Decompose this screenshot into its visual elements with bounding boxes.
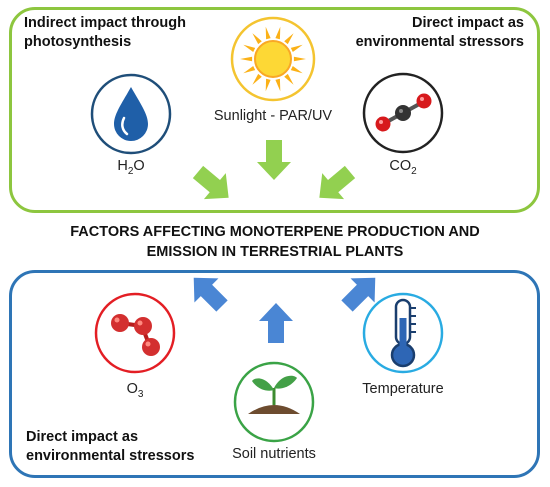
blue-arrow-left — [193, 277, 228, 312]
sun-ray — [243, 44, 256, 52]
top-right-heading: Direct impact as environmental stressors — [356, 14, 524, 52]
ozone-molecule-icon — [94, 292, 176, 374]
green-arrow-center — [257, 140, 291, 180]
top-left-heading: Indirect impact through photosynthesis — [24, 14, 186, 52]
blue-arrow-right — [341, 277, 376, 312]
co2-molecule-icon — [362, 72, 444, 154]
green-arrow-left — [192, 165, 229, 200]
top-left-heading-line-2: photosynthesis — [24, 34, 132, 50]
green-arrow-right — [319, 165, 356, 200]
sun-ray — [284, 33, 294, 45]
bottom-left-heading: Direct impact as environmental stressors — [26, 428, 194, 466]
sun-ray — [240, 56, 253, 62]
top-left-heading-line-1: Indirect impact through — [24, 15, 186, 31]
temperature-label: Temperature — [362, 381, 444, 397]
top-panel — [9, 7, 540, 213]
sun-ray — [265, 26, 271, 40]
bottom-left-heading-line-2: environmental stressors — [26, 448, 195, 464]
seedling-soil-icon — [233, 361, 315, 443]
sun-ray — [265, 78, 271, 92]
sunlight-label: Sunlight - PAR/UV — [213, 108, 333, 124]
sun-ray — [290, 66, 303, 74]
sun-ray — [284, 73, 294, 85]
water-label: H2O — [117, 158, 145, 177]
sun-ray — [275, 26, 281, 40]
sun-ray — [293, 56, 306, 62]
bottom-left-heading-line-1: Direct impact as — [26, 429, 139, 445]
sun-icon — [230, 16, 316, 102]
sun-ray — [290, 44, 303, 52]
center-title-line-2: EMISSION IN TERRESTRIAL PLANTS — [146, 244, 404, 260]
center-title: FACTORS AFFECTING MONOTERPENE PRODUCTION… — [0, 222, 550, 262]
bottom-panel — [9, 270, 540, 478]
water-drop-icon — [90, 73, 172, 155]
sun-ray — [252, 73, 262, 85]
ozone-label: O3 — [126, 381, 144, 400]
sun-ray — [275, 78, 281, 92]
center-title-line-1: FACTORS AFFECTING MONOTERPENE PRODUCTION… — [70, 224, 480, 240]
top-right-heading-line-2: environmental stressors — [355, 34, 524, 50]
sun-ray — [252, 33, 262, 45]
blue-arrow-center — [259, 303, 293, 343]
co2-label: CO2 — [389, 158, 417, 177]
sun-ray — [243, 66, 256, 74]
soil-nutrients-label: Soil nutrients — [232, 446, 316, 462]
top-right-heading-line-1: Direct impact as — [411, 15, 524, 31]
thermometer-icon — [362, 292, 444, 374]
